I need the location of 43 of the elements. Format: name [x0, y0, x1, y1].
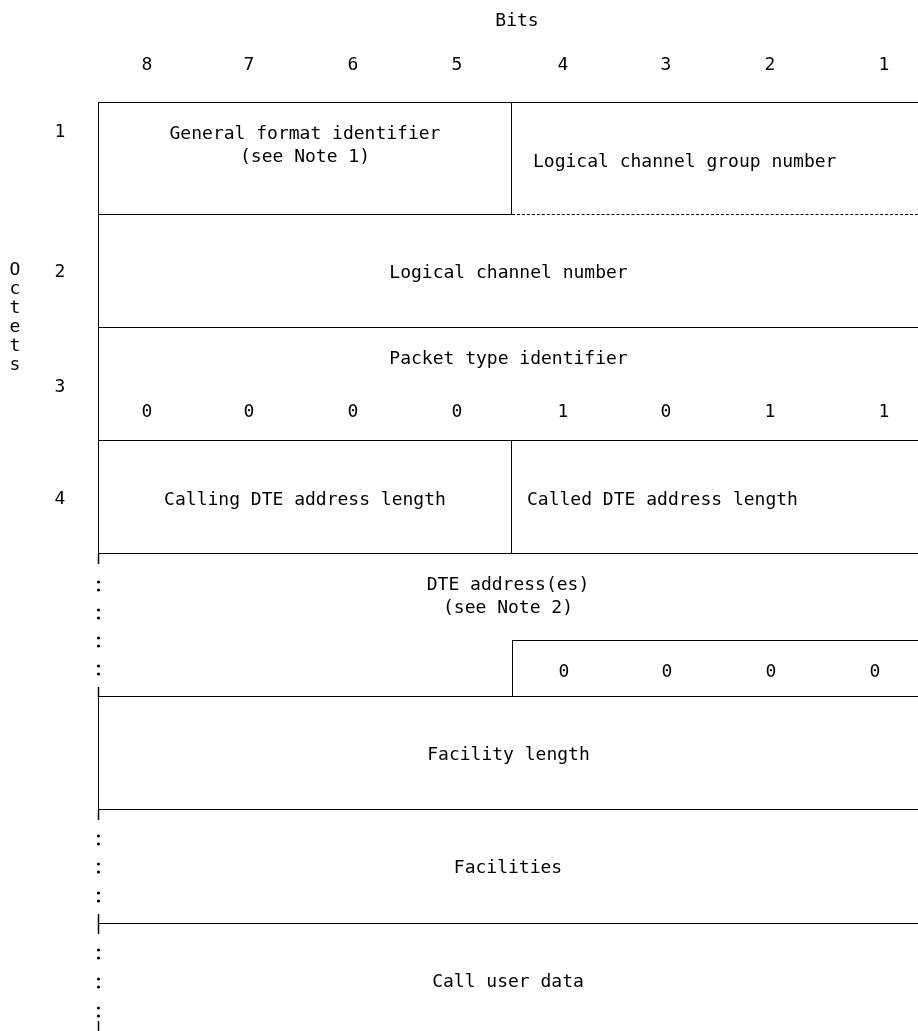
field-name: DTE address(es) (see Note 2): [425, 572, 591, 618]
field-name: Packet type identifier: [389, 346, 628, 369]
octet-number: 4: [54, 486, 66, 509]
axis-title: Octets: [8, 259, 22, 373]
axis-title: Bits: [495, 8, 539, 31]
bit-value: 0: [869, 659, 881, 682]
octet-number: 1: [54, 119, 66, 142]
field-name: Logical channel number: [389, 260, 628, 283]
bit-number: 8: [141, 52, 153, 75]
bit-value: 1: [764, 399, 776, 422]
bit-number: 3: [660, 52, 672, 75]
bit-value: 0: [558, 659, 570, 682]
field-name: Calling DTE address length: [164, 487, 446, 510]
bit-number: 6: [347, 52, 359, 75]
bit-number: 7: [243, 52, 255, 75]
field-name: Logical channel group number: [533, 149, 837, 172]
bit-value: 0: [347, 399, 359, 422]
field-cell: [512, 640, 918, 697]
octet-number: 3: [54, 374, 66, 397]
bit-number: 1: [878, 52, 890, 75]
bit-value: 1: [557, 399, 569, 422]
bit-value: 0: [243, 399, 255, 422]
bit-value: 0: [661, 659, 673, 682]
field-name: Called DTE address length: [527, 487, 798, 510]
field-cell: [98, 102, 512, 215]
field-name: Facility length: [427, 742, 590, 765]
bit-number: 2: [764, 52, 776, 75]
octet-number: 2: [54, 259, 66, 282]
field-name: Call user data: [432, 969, 584, 992]
bit-number: 5: [451, 52, 463, 75]
field-cell: [98, 697, 918, 810]
field-cell: [98, 215, 918, 328]
bit-number: 4: [557, 52, 569, 75]
field-cell: [512, 102, 918, 215]
bit-value: 0: [141, 399, 153, 422]
field-name: General format identifier (see Note 1): [168, 121, 442, 167]
bit-value: 0: [660, 399, 672, 422]
bit-value: 1: [878, 399, 890, 422]
bit-value: 0: [765, 659, 777, 682]
field-name: Facilities: [453, 855, 563, 878]
field-cell: [98, 441, 512, 554]
bit-value: 0: [451, 399, 463, 422]
field-cell: [98, 328, 918, 441]
